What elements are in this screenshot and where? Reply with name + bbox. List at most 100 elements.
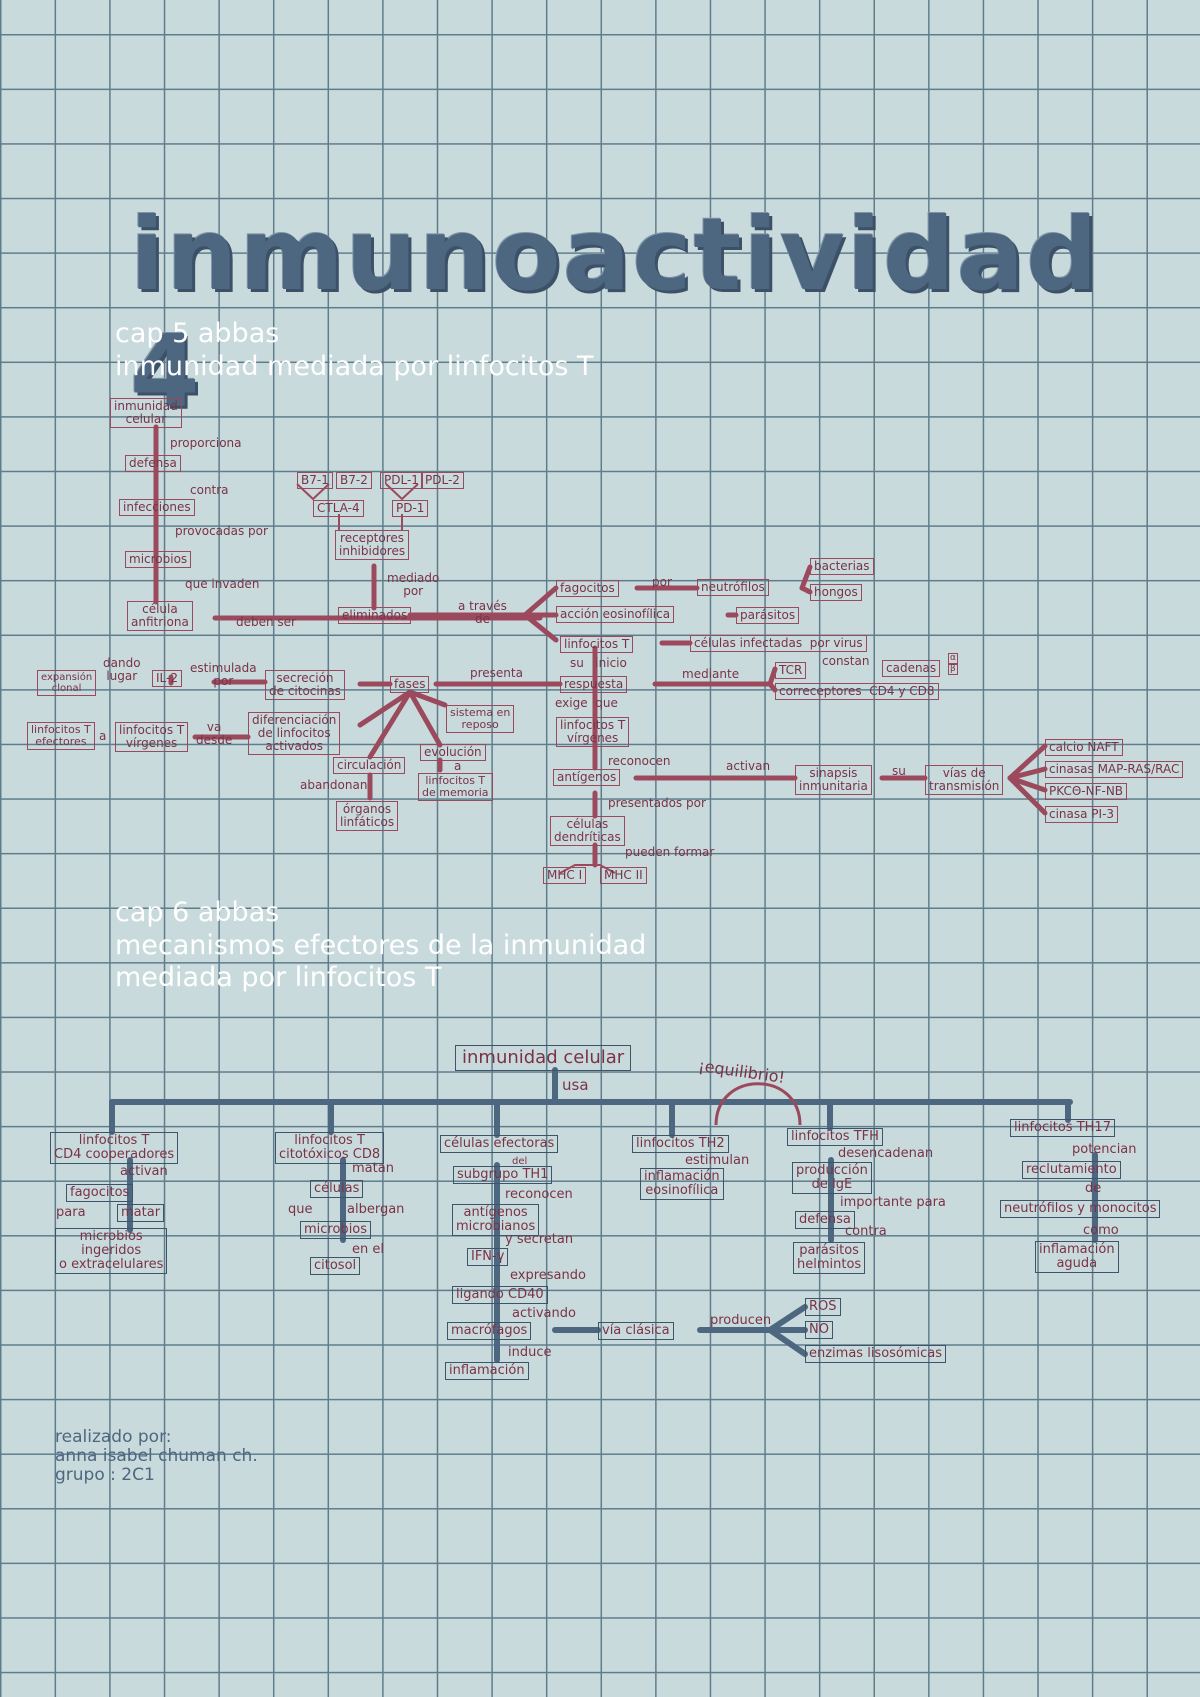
author-signature: realizado por: anna isabel chuman ch. gr… <box>55 1428 258 1485</box>
box-mhc-ii: MHC II <box>600 867 647 884</box>
section2-heading-2: mediada por linfocitos T <box>115 962 442 993</box>
box-via-clasica: vía clásica <box>598 1322 674 1340</box>
section1-heading: inmunidad mediada por linfocitos T <box>115 351 594 382</box>
box-antigenos-microbianos: antígenos microbianos <box>452 1204 540 1236</box>
box-fases: fases <box>390 676 430 693</box>
box-circulacion: circulación <box>333 757 406 774</box>
box-inflamacion: inflamación <box>445 1362 529 1380</box>
box-sinapsis: sinapsis inmunitaria <box>795 765 872 795</box>
box-celulas-dendriticas: células dendríticas <box>550 816 625 846</box>
box-linfocitos-efectores: linfocitos T efectores <box>27 722 95 750</box>
label-a-2: a <box>454 759 462 773</box>
box-celulas-efectoras: células efectoras <box>440 1135 559 1153</box>
label-exige-que: exige que <box>555 696 618 710</box>
box-neutrofilos-monocitos: neutrófilos y monocitos <box>1000 1200 1161 1218</box>
label-que: que <box>288 1202 313 1217</box>
box-accion-eosinofilica: acción eosinofílica <box>556 606 675 623</box>
box-il2: IL-2 <box>152 670 182 687</box>
box-celulas: células <box>310 1180 364 1198</box>
box-mhc-i: MHC I <box>543 867 587 884</box>
label-estimulan: estimulan <box>685 1153 750 1168</box>
label-contra: contra <box>190 483 229 497</box>
label-presentados-por: presentados por <box>608 796 706 810</box>
section1-chapter: cap 5 abbas <box>115 318 280 349</box>
label-su: su <box>892 764 906 778</box>
page-title: inmunoactividad 4 <box>130 196 1100 430</box>
box-pkco: PKCΘ-NF-NB <box>1045 783 1128 800</box>
box-citosol: citosol <box>310 1257 361 1275</box>
label-va-desde: va desde <box>196 720 233 747</box>
label-deben-ser: deben ser <box>236 615 296 629</box>
label-dando-lugar: dando lugar <box>103 656 141 683</box>
box-ifn-gamma: IFN-γ <box>467 1248 509 1266</box>
box-ligando-cd40: ligando CD40 <box>452 1286 548 1304</box>
box-fagocitos: fagocitos <box>556 580 619 597</box>
label-constan: constan <box>822 654 870 668</box>
box-linfocitos-t: linfocitos T <box>560 636 634 653</box>
label-para: para <box>56 1205 86 1220</box>
box-microbios-2: microbios <box>300 1221 372 1239</box>
box-ctla-4: CTLA-4 <box>313 500 364 517</box>
box-eliminados: eliminados <box>338 607 412 624</box>
label-importante-para: importante para <box>840 1195 946 1210</box>
box-ros: ROS <box>805 1298 841 1316</box>
label-reconocen: reconocen <box>608 754 671 768</box>
box-organos-linfaticos: órganos linfáticos <box>336 801 399 831</box>
box-pd-1: PD-1 <box>392 500 429 517</box>
box-parasitos-helmintos: parásitos helmintos <box>793 1242 866 1274</box>
box-matar: matar <box>117 1204 165 1222</box>
box-linfocitos-th17: linfocitos TH17 <box>1010 1119 1115 1137</box>
label-activan-2: activan <box>120 1164 168 1179</box>
box-produccion-ige: producción de IgE <box>792 1162 872 1194</box>
box-linfocitos-tfh: linfocitos TFH <box>787 1128 883 1146</box>
label-induce: induce <box>508 1345 552 1360</box>
box-cd4-cooperadores: linfocitos T CD4 cooperadores <box>50 1132 179 1164</box>
label-activando: activando <box>512 1306 576 1321</box>
label-activan: activan <box>726 759 771 773</box>
label-matan: matan <box>352 1161 394 1176</box>
label-mediante: mediante <box>682 667 740 681</box>
label-del: del <box>512 1156 528 1167</box>
box-pdl-2: PDL-2 <box>421 472 464 489</box>
label-estimulada-por: estimulada por <box>190 661 257 688</box>
label-mediado-por: mediado por <box>387 571 440 598</box>
label-y-secretan: y secretan <box>505 1232 574 1247</box>
box-hongos: hongos <box>810 584 862 601</box>
box-inflamacion-eosinofilica: inflamación eosinofílica <box>640 1168 724 1200</box>
label-de: de <box>1085 1181 1102 1196</box>
box-receptores-inhibidores: receptores inhibidores <box>335 530 410 560</box>
label-a: a <box>99 729 107 743</box>
box-evolucion: evolución <box>420 744 486 761</box>
box-celula-anfitriona: célula anfitriona <box>127 601 193 631</box>
label-usa: usa <box>562 1076 589 1094</box>
box-linfocitos-th2: linfocitos TH2 <box>632 1135 729 1153</box>
signature-line-3: grupo : 2C1 <box>55 1465 155 1485</box>
box-enzimas-lisosomicas: enzimas lisosómicas <box>805 1345 947 1363</box>
box-celulas-infectadas: células infectadas por virus <box>690 635 867 652</box>
box-inmunidad-celular: inmunidad celular <box>110 398 182 428</box>
label-producen: producen <box>710 1313 772 1328</box>
label-proporciona: proporciona <box>170 436 242 450</box>
box-calcio-naft: calcio NAFT <box>1045 739 1123 756</box>
box-reclutamiento: reclutamiento <box>1022 1161 1121 1179</box>
box-linfocitos-memoria: linfocitos T de memoria <box>418 773 493 801</box>
box-b7-2: B7-2 <box>336 472 372 489</box>
label-albergan: albergan <box>347 1202 405 1217</box>
box-linfocitos-t-virgenes: linfocitos T vírgenes <box>556 717 630 747</box>
box-cadena-beta: β <box>948 664 958 675</box>
label-provocadas: provocadas por <box>175 524 268 538</box>
box-pdl-1: PDL-1 <box>380 472 423 489</box>
box-parasitos: parásitos <box>736 607 800 624</box>
section2-chapter: cap 6 abbas <box>115 897 280 928</box>
box-no: NO <box>805 1321 833 1339</box>
box-inmunidad-celular-root: inmunidad celular <box>455 1045 632 1071</box>
box-vias-transmision: vías de transmisión <box>925 765 1004 795</box>
box-cinasas-map: cinasas MAP-RAS/RAC <box>1045 761 1184 778</box>
box-cadenas: cadenas <box>882 660 941 677</box>
box-defensa-2: defensa <box>795 1211 855 1229</box>
label-reconocen-2: reconocen <box>505 1187 573 1202</box>
box-secrecion-citocinas: secreción de citocinas <box>265 670 345 700</box>
box-sistema-reposo: sistema en reposo <box>446 705 515 733</box>
box-b7-1: B7-1 <box>297 472 333 489</box>
